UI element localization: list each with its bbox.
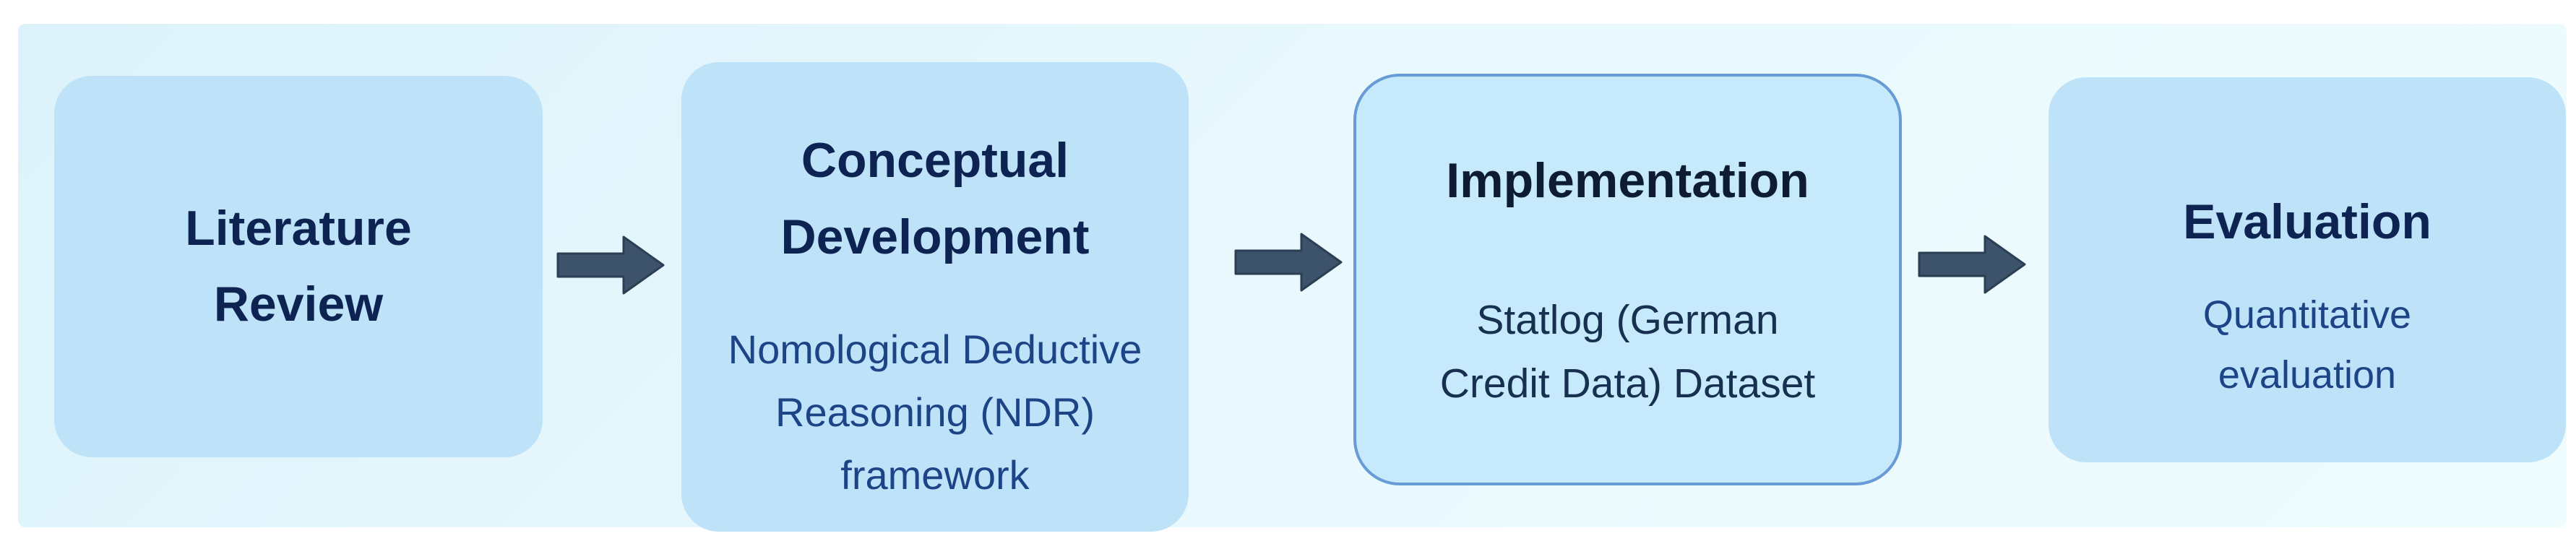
node-evaluation: Evaluation Quantitative evaluation xyxy=(2049,77,2566,462)
subtitle-line: Quantitative xyxy=(2202,293,2412,337)
node-subtitle: Nomological Deductive Reasoning (NDR) fr… xyxy=(728,319,1142,506)
title-line: Conceptual xyxy=(801,133,1069,189)
subtitle-line: Nomological Deductive xyxy=(728,327,1142,373)
title-line: Literature xyxy=(185,200,412,256)
node-title: Implementation xyxy=(1446,143,1809,219)
node-literature-review: Literature Review xyxy=(54,76,543,457)
subtitle-line: Credit Data) Dataset xyxy=(1439,360,1816,407)
title-line: Implementation xyxy=(1446,153,1809,209)
node-title: Literature Review xyxy=(185,191,412,343)
diagram-background: Literature Review Conceptual Development… xyxy=(18,24,2567,532)
node-subtitle: Statlog (German Credit Data) Dataset xyxy=(1440,288,1816,416)
node-title: Conceptual Development xyxy=(781,123,1090,275)
title-line: Development xyxy=(780,209,1090,264)
node-title: Evaluation xyxy=(2183,184,2431,260)
node-conceptual-development: Conceptual Development Nomological Deduc… xyxy=(681,62,1189,532)
node-subtitle: Quantitative evaluation xyxy=(2203,285,2411,406)
title-line: Evaluation xyxy=(2183,194,2431,250)
subtitle-line: evaluation xyxy=(2218,353,2397,397)
arrow-right-icon xyxy=(556,235,665,295)
arrow-right-icon xyxy=(1234,233,1343,292)
subtitle-line: framework xyxy=(840,451,1030,498)
node-implementation: Implementation Statlog (German Credit Da… xyxy=(1353,74,1902,485)
arrow-right-icon xyxy=(1918,235,2026,294)
subtitle-line: Reasoning (NDR) xyxy=(775,389,1095,435)
title-line: Review xyxy=(213,277,384,332)
subtitle-line: Statlog (German xyxy=(1476,296,1779,343)
